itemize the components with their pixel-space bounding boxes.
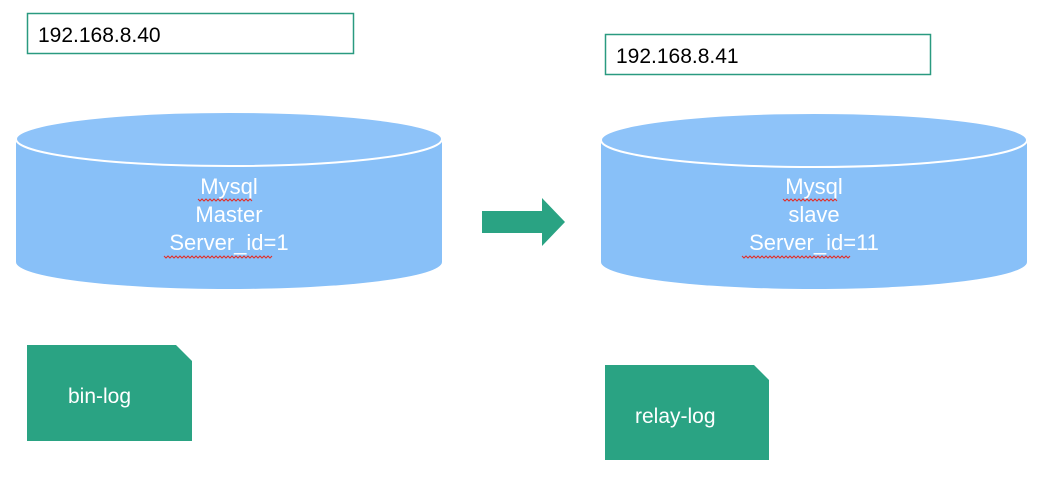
- slave-cylinder-body: [601, 140, 1027, 289]
- master-spellcheck-1: [197, 198, 253, 202]
- slave-log-label: relay-log: [635, 405, 716, 428]
- master-log-label: bin-log: [68, 385, 131, 408]
- master-group: 192.168.8.40 Mysql Master Server_id=1 bi…: [15, 12, 443, 441]
- master-ip-box: [26, 12, 355, 55]
- master-spellcheck-2: [163, 255, 273, 259]
- slave-ip-box: [604, 33, 932, 76]
- slave-group: 192.168.8.41 Mysql slave Server_id=11 re…: [600, 33, 1028, 460]
- master-db-line-2: Master: [195, 202, 262, 227]
- master-ip-text: 192.168.8.40: [38, 24, 161, 47]
- slave-db-line-2: slave: [788, 202, 839, 227]
- replication-arrow: [482, 198, 565, 246]
- master-cylinder-body: [16, 139, 442, 289]
- master-db-cylinder: Mysql Master Server_id=1: [15, 111, 443, 289]
- master-db-line-1: Mysql: [200, 174, 257, 199]
- slave-db-line-1: Mysql: [785, 174, 842, 199]
- master-log-document: bin-log: [27, 345, 192, 441]
- slave-ip-text: 192.168.8.41: [616, 45, 739, 68]
- master-db-line-3: Server_id=1: [169, 230, 288, 255]
- slave-log-document: relay-log: [605, 365, 769, 460]
- master-log-shape: [27, 345, 192, 441]
- slave-db-line-3: Server_id=11: [749, 230, 879, 255]
- slave-spellcheck-1: [782, 198, 838, 202]
- slave-spellcheck-2: [741, 255, 851, 259]
- master-cylinder-top: [15, 111, 443, 167]
- slave-log-shape: [605, 365, 769, 460]
- slave-cylinder-top: [600, 112, 1028, 168]
- slave-db-cylinder: Mysql slave Server_id=11: [600, 112, 1028, 289]
